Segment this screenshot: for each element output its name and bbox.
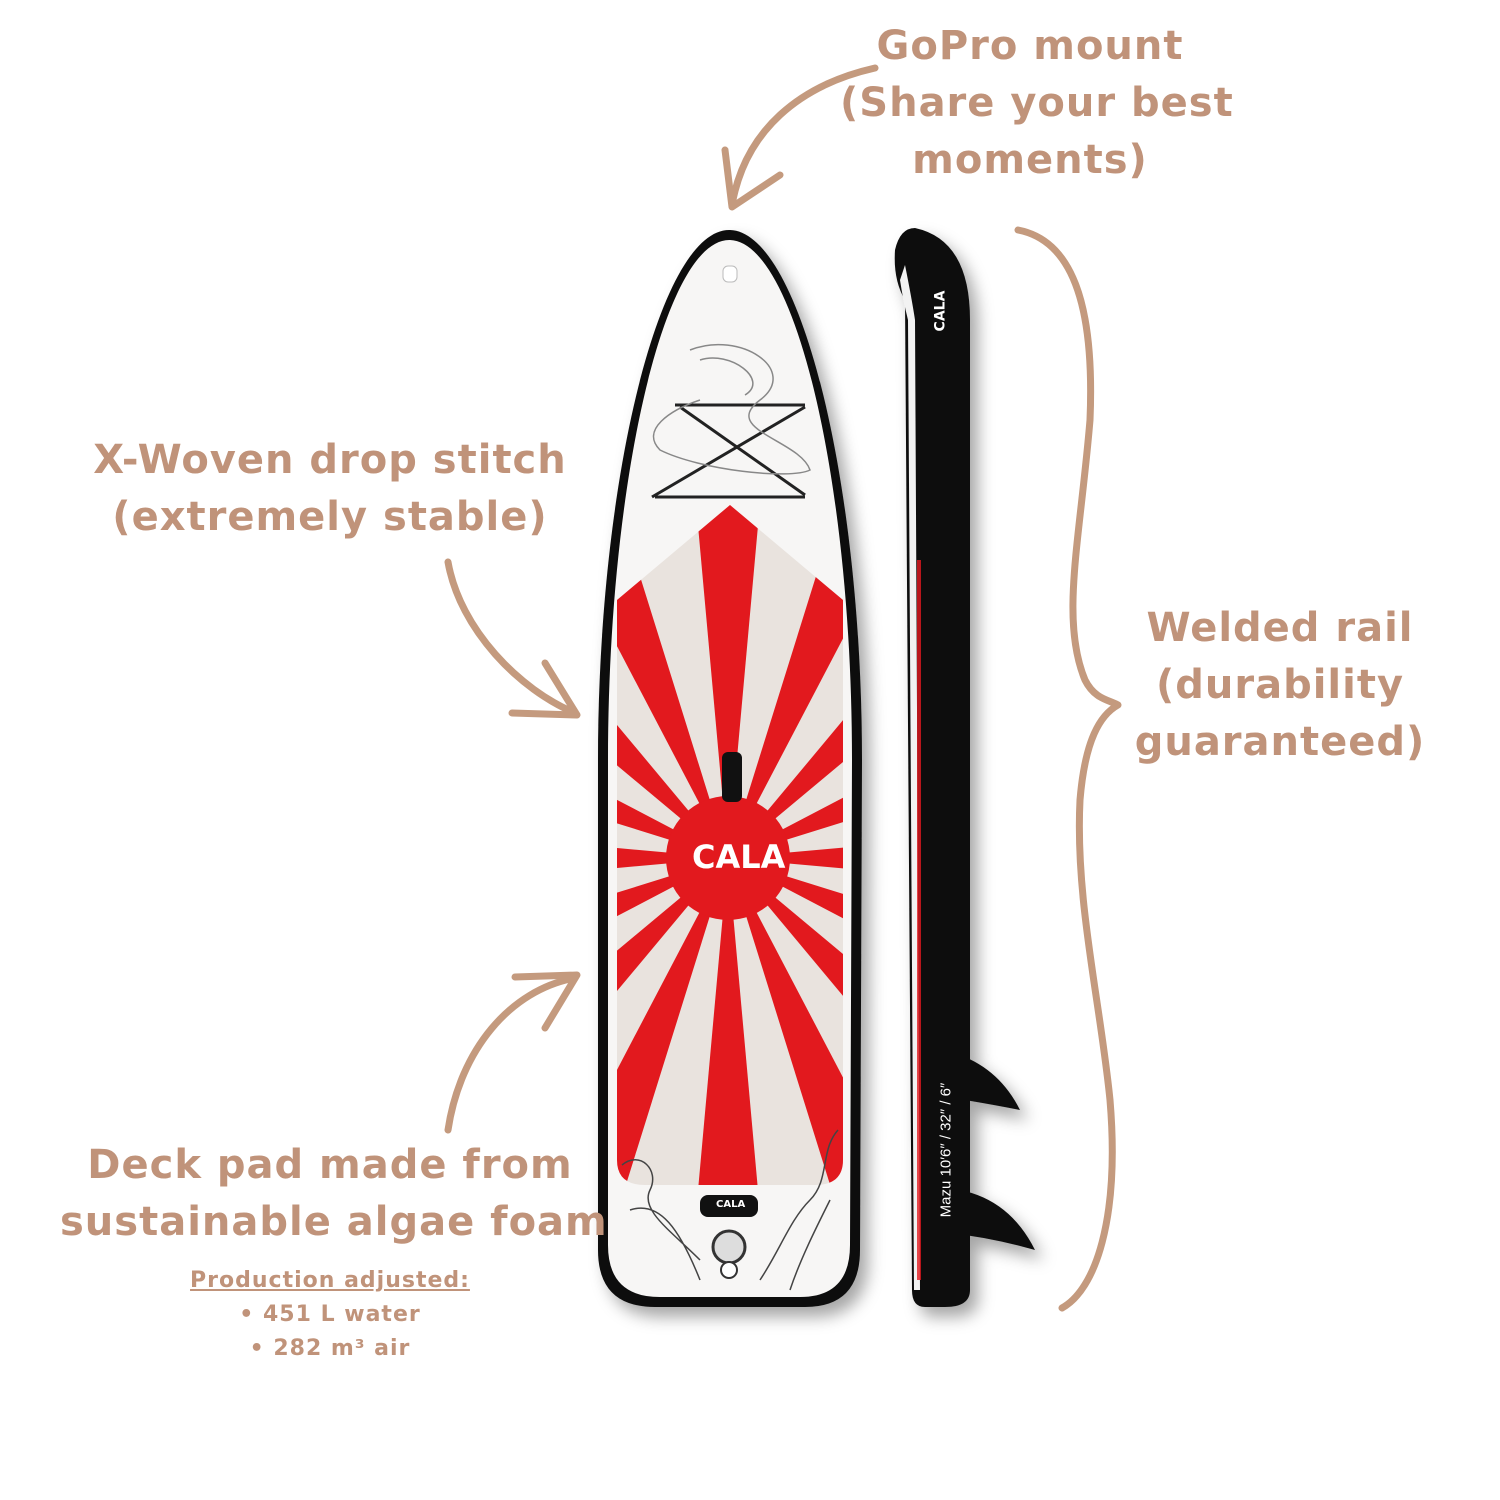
drop-stitch-line-1: X-Woven drop stitch bbox=[93, 437, 567, 483]
sunburst-ray bbox=[617, 858, 728, 1185]
bungee-cords bbox=[651, 403, 806, 499]
production-air: • 282 m³ air bbox=[249, 1336, 411, 1362]
annotation-arrows bbox=[444, 64, 1122, 1312]
wave-artwork bbox=[621, 1129, 839, 1291]
sunburst-ray bbox=[728, 505, 843, 858]
cala-logo-side: CALA bbox=[932, 290, 949, 332]
production-note: Production adjusted: • 451 L water • 282… bbox=[180, 1264, 480, 1366]
sunburst-ray bbox=[683, 505, 773, 858]
drop-stitch-arrow bbox=[444, 558, 579, 717]
gopro-line-1: GoPro mount bbox=[876, 23, 1184, 69]
sunburst-ray bbox=[728, 505, 843, 858]
dragon-artwork bbox=[652, 343, 811, 475]
fin-center bbox=[960, 1055, 1020, 1110]
production-heading: Production adjusted: bbox=[190, 1268, 470, 1293]
welded-rail-line-3: guaranteed) bbox=[1134, 718, 1426, 765]
gopro-callout: GoPro mount (Share your best moments) bbox=[840, 18, 1234, 188]
cala-logo-center: CALA bbox=[692, 838, 786, 876]
sunburst-ray bbox=[728, 858, 843, 1185]
welded-rail-line-2: (durability bbox=[1155, 661, 1405, 708]
rear-handle bbox=[700, 1195, 758, 1217]
sunburst-ray bbox=[617, 505, 728, 858]
drop-stitch-line-2: (extremely stable) bbox=[112, 493, 548, 540]
sunburst-ray bbox=[683, 858, 773, 1185]
production-water: • 451 L water bbox=[239, 1302, 421, 1328]
deck-pad-arrow bbox=[444, 974, 579, 1134]
fin-rear bbox=[960, 1190, 1035, 1250]
cala-logo-rear: CALA bbox=[716, 1199, 746, 1210]
gopro-line-3: moments) bbox=[912, 136, 1148, 183]
sunburst-ray bbox=[617, 505, 728, 858]
deck-pad bbox=[617, 505, 843, 1185]
sunburst-ray bbox=[617, 858, 728, 1185]
valve bbox=[711, 1229, 747, 1265]
side-board bbox=[894, 228, 1035, 1307]
welded-rail-line-1: Welded rail bbox=[1146, 605, 1414, 651]
carry-handle bbox=[722, 752, 742, 802]
deck-pad-line-1: Deck pad made from bbox=[87, 1142, 573, 1188]
model-spec-text: Mazu 10′6″ / 32″ / 6″ bbox=[937, 1082, 955, 1218]
gopro-arrow bbox=[728, 64, 879, 209]
deck-pad-line-2: sustainable algae foam bbox=[60, 1198, 608, 1245]
drop-stitch-callout: X-Woven drop stitch (extremely stable) bbox=[90, 432, 570, 546]
gopro-mount bbox=[722, 265, 738, 283]
deck-pad-callout: Deck pad made from sustainable algae foa… bbox=[60, 1137, 608, 1251]
gopro-line-2: (Share your best bbox=[840, 79, 1234, 126]
sunburst-ray bbox=[728, 858, 843, 1185]
welded-rail-brace bbox=[1014, 226, 1122, 1312]
welded-rail-callout: Welded rail (durability guaranteed) bbox=[1130, 600, 1430, 770]
